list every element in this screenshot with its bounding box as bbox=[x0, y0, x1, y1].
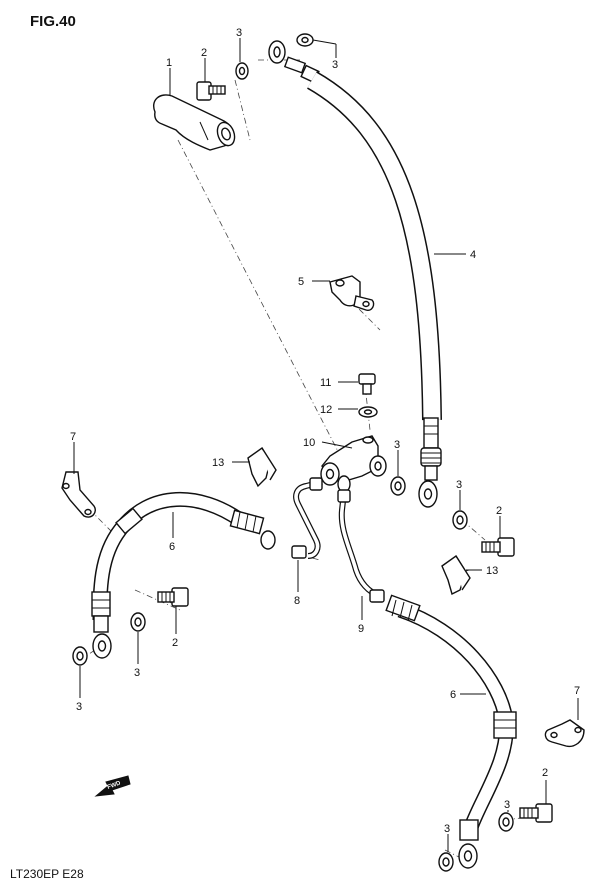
leader-lines bbox=[73, 38, 579, 852]
callout-2: 2 bbox=[542, 767, 548, 779]
washer-right-mid bbox=[452, 510, 468, 530]
union-bracket-part-1 bbox=[153, 94, 236, 151]
union-bolt-middle-left bbox=[157, 587, 189, 607]
callout-1: 1 bbox=[166, 57, 172, 69]
brake-hose-part-6-right bbox=[385, 594, 517, 869]
forward-arrow-icon: FWD bbox=[94, 775, 131, 797]
callout-3: 3 bbox=[394, 439, 400, 451]
callout-9: 9 bbox=[358, 623, 364, 635]
clamp-part-5 bbox=[329, 275, 375, 312]
callout-2: 2 bbox=[496, 505, 502, 517]
washer-left-inner bbox=[130, 612, 146, 632]
callout-3: 3 bbox=[456, 479, 462, 491]
callout-11: 11 bbox=[320, 377, 331, 389]
washer-top-left bbox=[235, 62, 249, 80]
brake-hose-part-6-left bbox=[91, 491, 276, 659]
clamp-part-7-left bbox=[61, 471, 96, 518]
washer-part-12 bbox=[358, 406, 378, 418]
callout-6: 6 bbox=[450, 689, 456, 701]
clip-part-13-right bbox=[441, 554, 471, 596]
figure-title: FIG.40 bbox=[30, 13, 76, 30]
callout-5: 5 bbox=[298, 276, 304, 288]
callout-numbers: 1 2 3 3 4 5 11 12 10 3 7 13 6 3 2 8 2 3 … bbox=[70, 27, 580, 835]
washer-top-right bbox=[296, 33, 314, 47]
washer-joint bbox=[390, 476, 406, 496]
callout-3: 3 bbox=[76, 701, 82, 713]
callout-2: 2 bbox=[201, 47, 207, 59]
washer-right-bottom bbox=[498, 812, 514, 832]
union-bolt-top bbox=[196, 81, 226, 101]
clamp-part-7-right bbox=[544, 719, 585, 748]
callout-3: 3 bbox=[504, 799, 510, 811]
callout-13: 13 bbox=[212, 457, 224, 469]
brake-hose-part-4 bbox=[268, 40, 442, 508]
clip-part-13-left bbox=[247, 446, 277, 488]
model-code: LT230EP E28 bbox=[10, 867, 84, 881]
callout-4: 4 bbox=[470, 249, 476, 261]
union-bolt-middle-right bbox=[481, 537, 515, 557]
callout-2: 2 bbox=[172, 637, 178, 649]
three-way-joint-part-10 bbox=[320, 435, 387, 493]
callout-13: 13 bbox=[486, 565, 498, 577]
callout-6: 6 bbox=[169, 541, 175, 553]
callout-3: 3 bbox=[134, 667, 140, 679]
brake-pipe-part-8 bbox=[291, 477, 323, 559]
callout-3: 3 bbox=[444, 823, 450, 835]
callout-7: 7 bbox=[70, 431, 76, 443]
washer-bottom bbox=[438, 852, 454, 872]
washer-left-outer bbox=[72, 646, 88, 666]
callout-7: 7 bbox=[574, 685, 580, 697]
callout-8: 8 bbox=[294, 595, 300, 607]
forward-arrow-text: FWD bbox=[107, 780, 123, 791]
bolt-part-11 bbox=[358, 373, 376, 395]
brake-pipe-part-9 bbox=[337, 489, 385, 603]
callout-3: 3 bbox=[332, 59, 338, 71]
callout-12: 12 bbox=[320, 404, 332, 416]
union-bolt-bottom-right bbox=[519, 803, 553, 823]
callout-10: 10 bbox=[303, 437, 315, 449]
callout-3: 3 bbox=[236, 27, 242, 39]
